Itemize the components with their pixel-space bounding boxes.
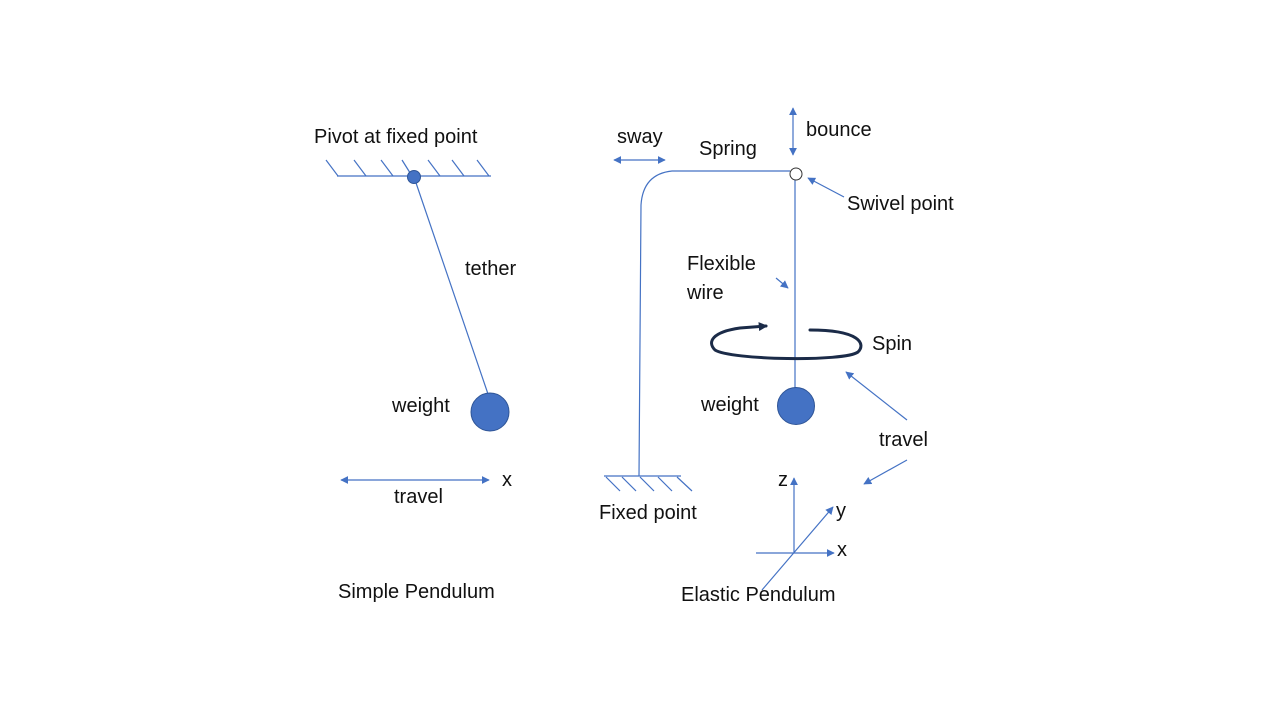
hatch-mark (451, 159, 465, 177)
travel-label: travel (879, 429, 928, 451)
spin-label: Spin (872, 333, 912, 355)
hatch-mark (380, 159, 394, 177)
weight-label: weight (700, 394, 759, 416)
travel-pointer-arrow-down (863, 459, 908, 485)
hatch-mark (353, 159, 367, 177)
weight-label: weight (391, 395, 450, 417)
weight-bob (777, 387, 815, 425)
hatch-mark (676, 476, 693, 492)
elastic-pendulum-title: Elastic Pendulum (681, 584, 836, 606)
hatch-mark (657, 476, 673, 492)
axis-y-label: y (836, 500, 846, 522)
flexible-wire-label-line1: Flexible (687, 253, 756, 275)
pivot-point (407, 170, 421, 184)
travel-label: travel (394, 486, 443, 508)
sway-label: sway (617, 126, 663, 148)
simple-pendulum-title: Simple Pendulum (338, 581, 495, 603)
tether-line (413, 176, 489, 395)
simple-pendulum: Pivot at fixed point tether weight x tra… (314, 126, 516, 603)
spin-arrow (710, 322, 863, 361)
hatch-mark (639, 476, 655, 492)
flexible-wire-pointer-arrow (775, 277, 789, 289)
hatch-mark (427, 159, 441, 177)
spring-label: Spring (699, 138, 757, 160)
elastic-pendulum: sway Spring bounce Fixed point Swivel po… (599, 107, 954, 606)
hatch-mark (621, 476, 637, 492)
bounce-label: bounce (806, 119, 872, 141)
axis-x-label: x (837, 539, 847, 561)
axis-x-label: x (502, 469, 512, 491)
hatch-mark (605, 476, 621, 492)
spring-arm (638, 170, 790, 477)
weight-bob (470, 392, 510, 432)
pivot-label: Pivot at fixed point (314, 126, 478, 148)
axis-z-label: z (778, 469, 788, 491)
ground-mount (604, 475, 693, 492)
fixed-point-label: Fixed point (599, 502, 697, 524)
hatch-mark (325, 159, 339, 177)
xyz-axes: z x y (756, 469, 847, 591)
tether-label: tether (465, 258, 516, 280)
swivel-point (789, 167, 803, 181)
hatch-mark (476, 159, 490, 177)
travel-pointer-arrow-up (845, 371, 908, 421)
flexible-wire-label-line2: wire (686, 282, 724, 304)
y-axis-arrow (761, 506, 834, 591)
swivel-pointer-arrow (807, 177, 845, 198)
swivel-point-label: Swivel point (847, 193, 954, 215)
